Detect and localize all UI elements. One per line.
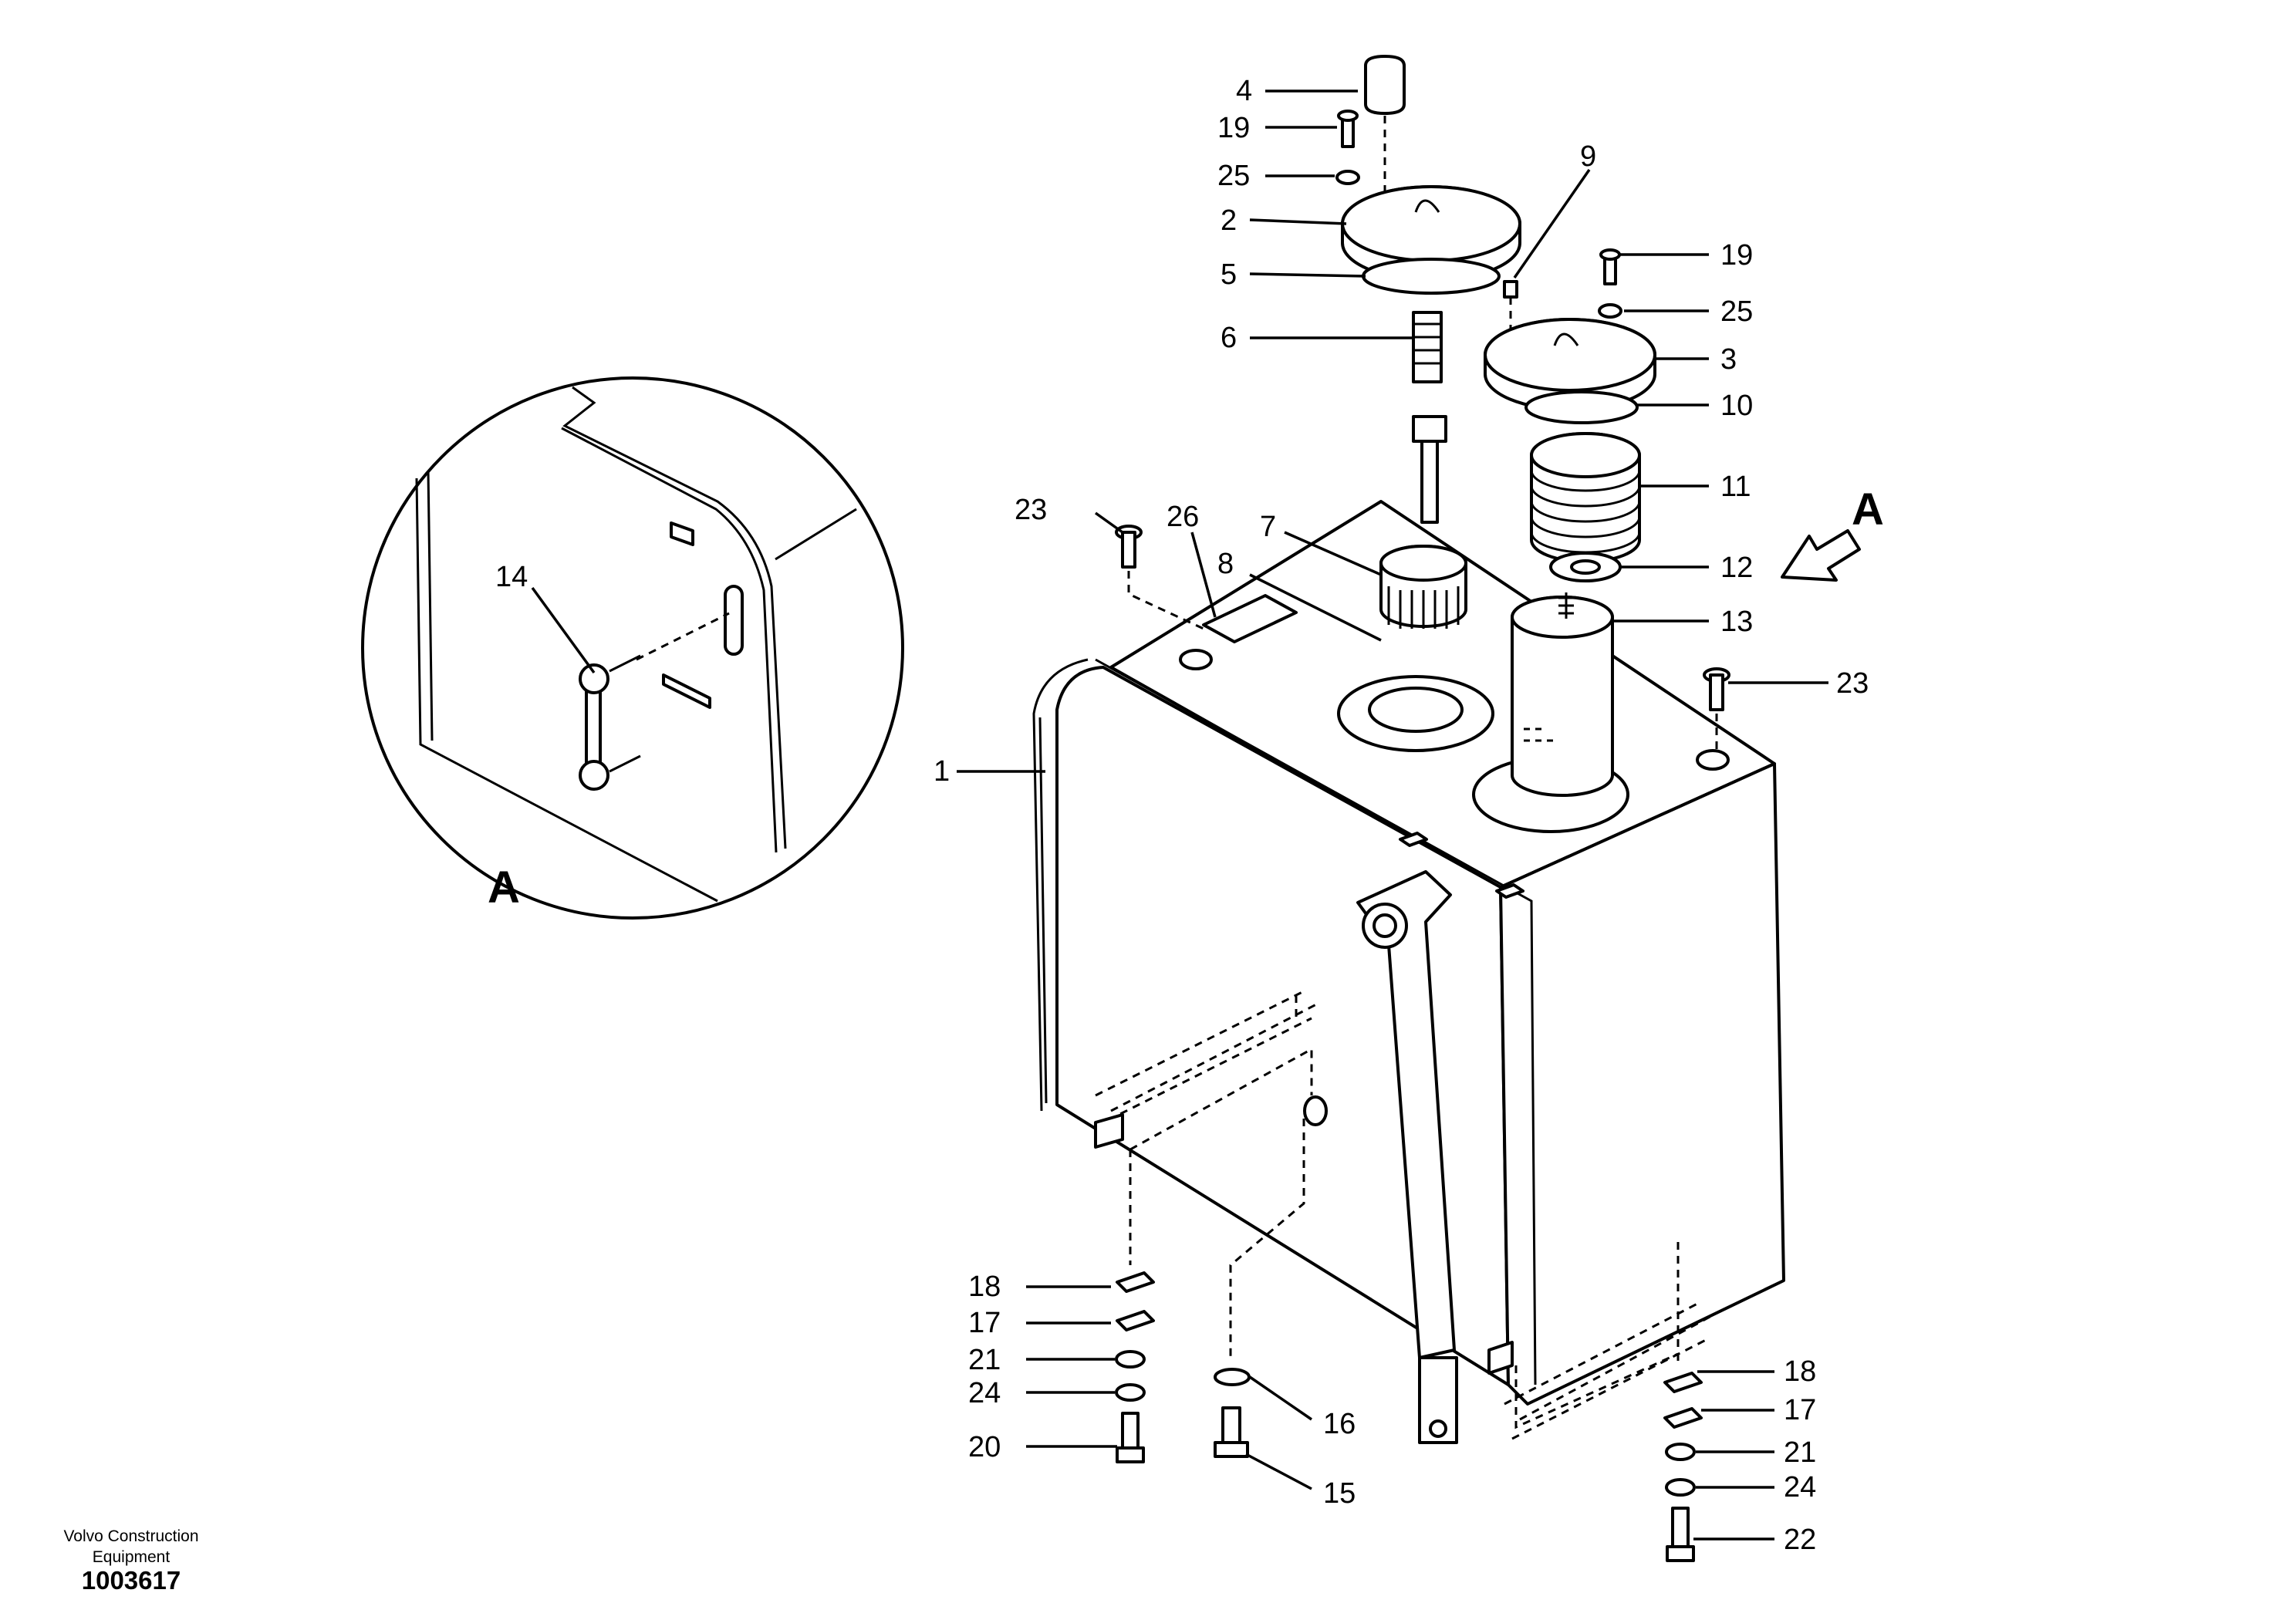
suction-cover-assembly [1335, 55, 1521, 524]
spring-11 [1530, 432, 1641, 563]
callout-7: 7 [1260, 511, 1276, 543]
bolt-23-left [1115, 525, 1204, 630]
return-cover-assembly [1484, 248, 1656, 424]
callout-25-top: 25 [1217, 160, 1250, 192]
washer-24-left [1115, 1383, 1146, 1402]
callout-18-left: 18 [968, 1271, 1001, 1303]
bolt-20 [1121, 1412, 1140, 1450]
callout-22: 22 [1784, 1524, 1816, 1556]
shim-17-right [1663, 1407, 1703, 1429]
suction-filter-7 [1379, 545, 1467, 629]
manufacturer-label: Volvo Construction Equipment [31, 1526, 231, 1568]
callout-24-left: 24 [968, 1377, 1001, 1409]
callout-25-right: 25 [1720, 295, 1753, 328]
callout-23-right: 23 [1836, 667, 1869, 700]
washer-21-right [1665, 1443, 1696, 1461]
manufacturer-line-1: Volvo Construction [63, 1527, 199, 1545]
callout-17-right: 17 [1784, 1394, 1816, 1426]
document-number: 1003617 [81, 1566, 181, 1595]
callout-16: 16 [1323, 1408, 1356, 1440]
callout-labels: 4 19 25 2 5 6 9 19 25 3 10 11 12 13 7 8 … [934, 75, 1869, 1556]
callout-3: 3 [1720, 343, 1737, 376]
detail-slot-icon [724, 585, 744, 656]
callout-6: 6 [1221, 322, 1237, 354]
detail-bracket-icon [662, 673, 711, 709]
washer-21-left [1115, 1350, 1146, 1369]
bolt-22 [1671, 1507, 1690, 1548]
callout-2: 2 [1221, 204, 1237, 237]
detail-view-label: A [488, 862, 520, 913]
callout-18-right: 18 [1784, 1355, 1816, 1388]
callout-19-top: 19 [1217, 112, 1250, 144]
callout-21-right: 21 [1784, 1436, 1816, 1469]
o-ring-5 [1362, 258, 1501, 295]
rod-cap [1412, 415, 1447, 443]
o-ring-16 [1214, 1368, 1251, 1386]
rod [1420, 440, 1439, 524]
manufacturer-line-2: Equipment [92, 1548, 171, 1566]
washer-25-right [1598, 303, 1622, 319]
shim-17-left [1116, 1310, 1155, 1331]
callout-26: 26 [1167, 501, 1199, 533]
mount-rail-left [1094, 990, 1320, 1149]
o-ring-10 [1524, 390, 1639, 424]
detail-clip-icon [670, 521, 694, 546]
tank-boss-left [1179, 649, 1213, 670]
breather-cap-4 [1364, 55, 1406, 115]
callout-9: 9 [1580, 140, 1596, 173]
callout-5: 5 [1221, 258, 1237, 291]
mount-hardware-left [1115, 1047, 1328, 1463]
return-filter-element-13 [1511, 592, 1614, 797]
leader-lines [957, 89, 1828, 1541]
view-arrow-label: A [1852, 484, 1884, 535]
callout-8: 8 [1217, 548, 1234, 580]
drain-plug-15 [1221, 1406, 1241, 1444]
callout-12: 12 [1720, 552, 1753, 584]
callout-21-left: 21 [968, 1344, 1001, 1376]
tank-boss-right [1696, 749, 1730, 771]
callout-17-left: 17 [968, 1307, 1001, 1339]
washer-25-top [1335, 170, 1360, 185]
callout-15: 15 [1323, 1477, 1356, 1510]
callout-10: 10 [1720, 390, 1753, 422]
detail-view-a: 14 A [361, 376, 904, 920]
plug-9 [1503, 280, 1518, 299]
callout-23-left: 23 [1015, 494, 1047, 526]
shim-18-right [1663, 1372, 1703, 1393]
callout-19-right: 19 [1720, 239, 1753, 272]
washer-24-right [1665, 1478, 1696, 1497]
callout-1: 1 [934, 755, 950, 788]
callout-24-right: 24 [1784, 1471, 1816, 1504]
callout-13: 13 [1720, 606, 1753, 638]
callout-4: 4 [1236, 75, 1252, 107]
callout-11: 11 [1720, 471, 1751, 503]
label-plate-26 [1202, 594, 1298, 643]
callout-14: 14 [495, 561, 528, 593]
level-gauge-icon [579, 612, 730, 791]
shim-18-left [1116, 1271, 1155, 1293]
return-pipe [1356, 870, 1458, 1444]
bolt-23-right [1703, 667, 1730, 752]
callout-20: 20 [968, 1431, 1001, 1463]
view-arrow-a: A [1781, 484, 1884, 582]
tank-body [1032, 500, 1785, 1444]
mount-hardware-right [1514, 1242, 1703, 1562]
